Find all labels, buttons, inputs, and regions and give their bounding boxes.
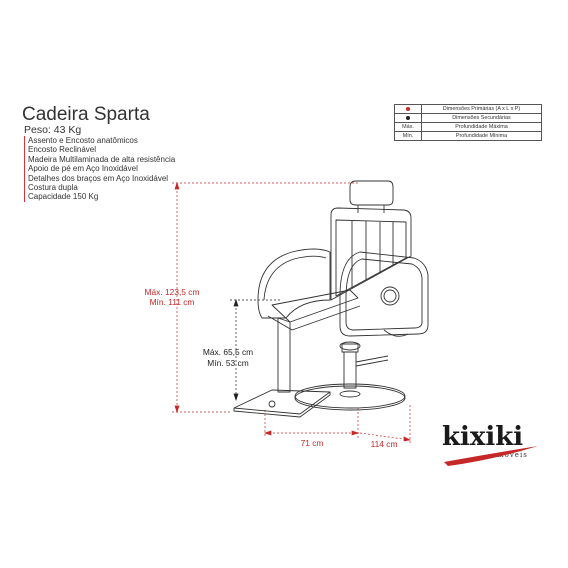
dimension-legend: Dimensões Primárias (A x L x P) Dimensõe… xyxy=(394,104,542,141)
feature-item: Capacidade 150 Kg xyxy=(28,192,99,202)
feature-item: Madeira Multilaminada de alta resistênci… xyxy=(28,154,176,164)
legend-label: Profundidade Mínima xyxy=(421,131,542,141)
seat-height-max-label: Máx. 65,5 cm xyxy=(202,347,254,357)
width-label: 71 cm xyxy=(300,438,324,448)
feature-item: Assento e Encosto anatômicos xyxy=(28,136,138,145)
product-weight: Peso: 43 Kg xyxy=(24,124,82,136)
seat-height-dimension-line xyxy=(230,298,280,402)
width-dimension-line xyxy=(263,408,360,438)
feature-item: Encosto Reclinável xyxy=(28,145,97,155)
legend-row: Mín. Profundidade Mínima xyxy=(394,131,542,141)
feature-item: Apoio de pé em Aço Inoxidável xyxy=(28,164,138,174)
height-max-label: Máx. 123,5 cm xyxy=(144,287,200,297)
logo-swoosh-icon xyxy=(444,446,538,466)
product-title: Cadeira Sparta xyxy=(22,104,150,125)
brand-logo: kixiki móveis xyxy=(438,422,542,470)
chair-outline xyxy=(233,180,429,418)
feature-item: Costura dupla xyxy=(28,183,78,193)
feature-item: Detalhes dos braços em Aço Inoxidável xyxy=(28,173,169,183)
logo-wordmark: kixiki xyxy=(442,422,524,452)
height-min-label: Mín. 111 cm xyxy=(149,297,195,307)
primary-dot-icon xyxy=(406,106,410,111)
seat-height-min-label: Mín. 53 cm xyxy=(207,358,249,368)
logo-tagline: móveis xyxy=(497,451,528,459)
height-dimension-line xyxy=(172,181,360,414)
depth-dimension-line xyxy=(359,405,412,445)
depth-label: 114 cm xyxy=(370,439,398,449)
feature-list: Assento e Encosto anatômicos Encosto Rec… xyxy=(24,136,175,202)
secondary-dot-icon xyxy=(406,115,410,120)
